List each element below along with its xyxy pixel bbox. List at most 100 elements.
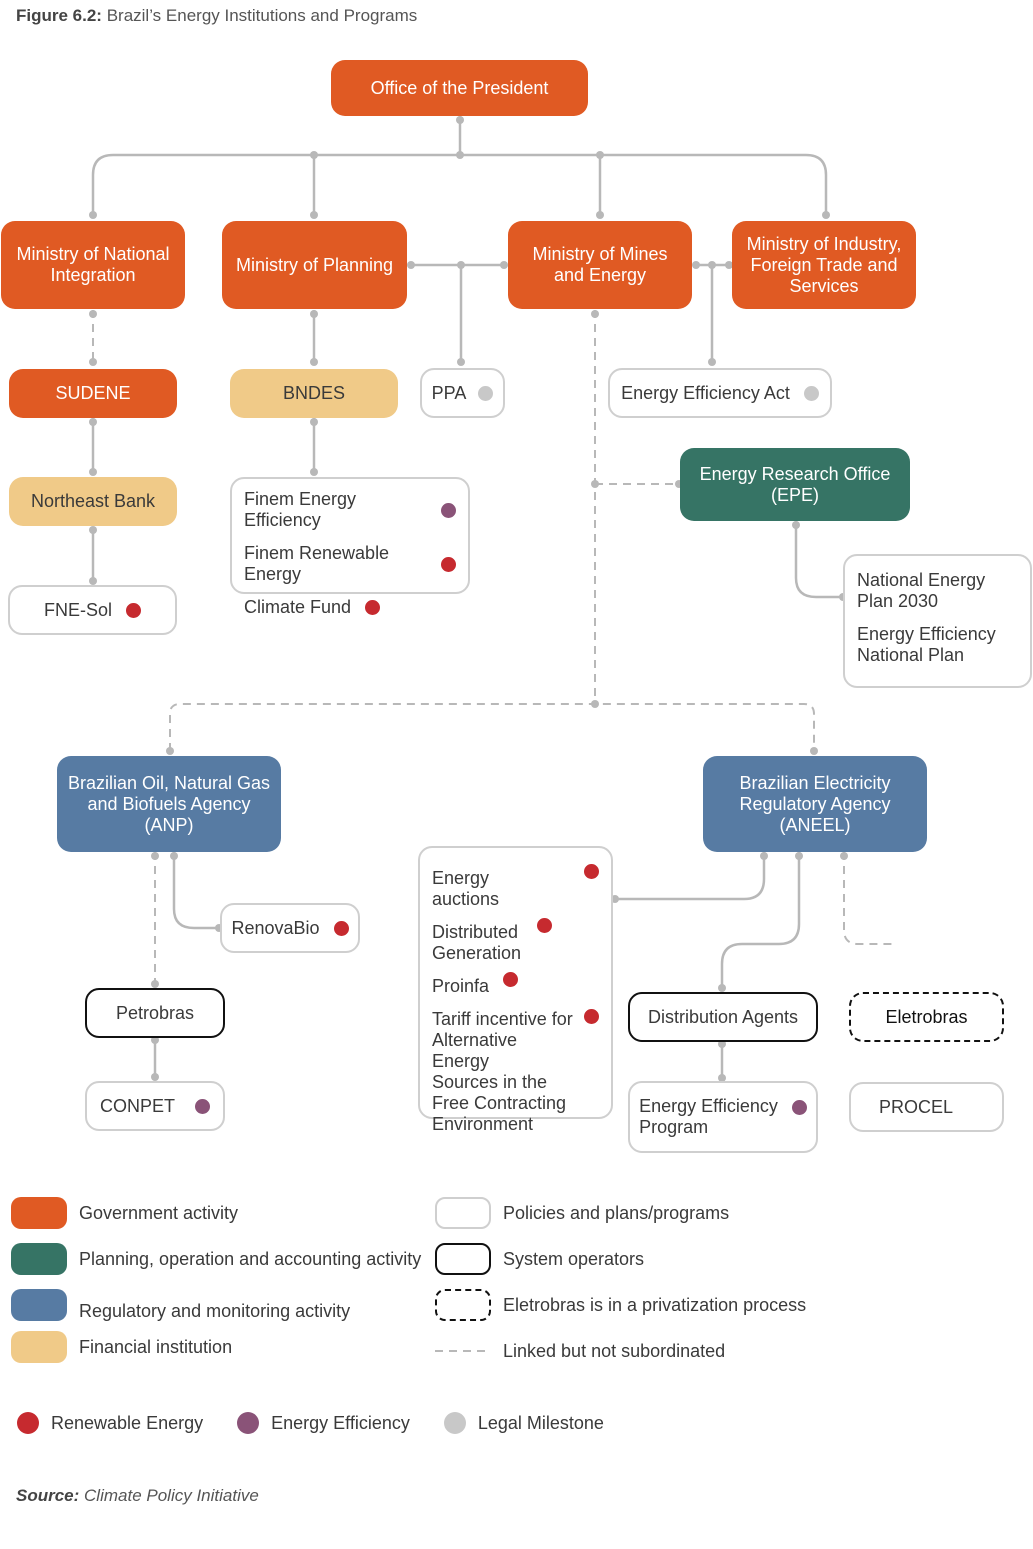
conpet: CONPET [85,1081,225,1131]
list-item: Proinfa [432,972,519,997]
legend-item: Planning, operation and accounting activ… [11,1242,431,1276]
program-label: Distributed Generation [432,922,521,964]
connector-node [89,358,97,366]
program-label-line: Environment [432,1114,534,1134]
list-item: Finem Energy Efficiency [244,489,456,531]
legend-swatch [11,1289,67,1321]
renewable-energy-dot [333,920,349,936]
energy-research-office-epe: Energy Research Office (EPE) [680,448,910,521]
source-note: Source: Climate Policy Initiative [16,1486,259,1506]
renewable-energy-dot [584,1009,599,1024]
program-label-line: Alternative Energy [432,1030,518,1071]
connector-node [89,526,97,534]
connector-node [840,852,848,860]
connector-node [170,852,178,860]
dot-legend: Renewable Energy Energy Efficiency Legal… [17,1412,604,1434]
legend-left: Government activity Planning, operation … [11,1196,431,1364]
legend-dashed-line [435,1350,491,1352]
node-label: Northeast Bank [30,491,156,511]
legend-label: Linked but not subordinated [503,1340,726,1361]
dashed-connector [169,703,815,751]
node-label-line: (ANEEL) [779,814,851,835]
program-label: Climate Fund [244,597,352,617]
node-label: Petrobras [115,1002,195,1023]
northeast-bank: Northeast Bank [9,477,177,526]
legend-item: Linked but not subordinated [435,1334,855,1368]
source-text: Climate Policy Initiative [84,1486,259,1505]
petrobras: Petrobras [85,988,225,1038]
energy-efficiency-dot [195,1098,210,1114]
connector-node [89,310,97,318]
node-label: RenovaBio [231,917,320,938]
node-label-line: Foreign Trade and [750,254,898,275]
bndes-programs-box: Finem Energy Efficiency Finem Renewable … [230,477,470,617]
node-label: PPA [431,382,467,403]
node-label-line: (EPE) [770,484,819,505]
list-item: Climate Fund [244,597,381,618]
node-label-line: Energy Efficiency [639,1096,778,1116]
connector-node [795,852,803,860]
connector-node [456,116,464,124]
legend-label: Planning, operation and accounting activ… [79,1248,422,1269]
program-label: Proinfa [432,976,490,996]
energy-efficiency-dot [791,1099,807,1115]
legal-milestone-dot [443,1412,466,1434]
connector-node [596,211,604,219]
node-label-line: Energy Research Office [699,463,891,484]
node-label-line: Ministry of Industry, [746,233,902,254]
connector-node [725,261,733,269]
connector-node [89,211,97,219]
renovabio: RenovaBio [220,903,360,953]
legend-swatch [11,1197,67,1229]
connector-node [310,211,318,219]
connector-node [151,1073,159,1081]
node-label: Distribution Agents [647,1006,799,1027]
connector-node [310,358,318,366]
legend-label: System operators [503,1248,645,1269]
connector-node [500,261,508,269]
energy-efficiency-act: Energy Efficiency Act [608,368,832,418]
connector-node [792,521,800,529]
bndes: BNDES [230,369,398,418]
node-label: BNDES [282,383,345,403]
list-item: Tariff incentive for Alternative Energy … [432,1009,599,1135]
connector-node [692,261,700,269]
source-label: Source: [16,1486,80,1505]
connector-node [591,480,599,488]
connector-node [166,747,174,755]
figure-label: Figure 6.2: [16,6,102,25]
legend-item: Government activity [11,1196,431,1230]
legend-label: Regulatory and monitoring activity [79,1300,351,1321]
legend-label: Financial institution [79,1336,233,1357]
legal-milestone-dot [478,385,494,401]
connector-node [151,980,159,988]
sudene: SUDENE [9,369,177,418]
legend-swatch [11,1331,67,1363]
program-label-line: Distributed [432,922,519,942]
connector-node [760,852,768,860]
legend-item: System operators [435,1242,855,1276]
connector-node [310,310,318,318]
connector-node [407,261,415,269]
program-label-line: Generation [432,943,522,963]
plan-label-line: Energy Efficiency [857,624,996,644]
ministry-mines-energy: Ministry of Mines and Energy [508,221,692,309]
node-label-line: Program [639,1117,709,1137]
connector-node [708,261,716,269]
node-label-line: Ministry of Mines [532,244,668,264]
connector-node [151,852,159,860]
connector-node [457,358,465,366]
connector-node [456,151,464,159]
list-item: National Energy Plan 2030 [857,570,985,612]
legend-item: Regulatory and monitoring activity [11,1288,431,1322]
node-label-line: Integration [50,265,136,285]
node-label: Ministry of Planning [235,254,394,275]
plan-label-line: National Plan [857,645,965,665]
connector-node [718,984,726,992]
fne-sol: FNE-Sol [8,585,177,635]
legend-label: Eletrobras is in a privatization process [503,1294,807,1315]
aneel-programs-box: Energy auctions Distributed Generation P… [418,846,613,1134]
connector [794,521,845,599]
epe-plans-box: National Energy Plan 2030 Energy Efficie… [843,554,1032,688]
